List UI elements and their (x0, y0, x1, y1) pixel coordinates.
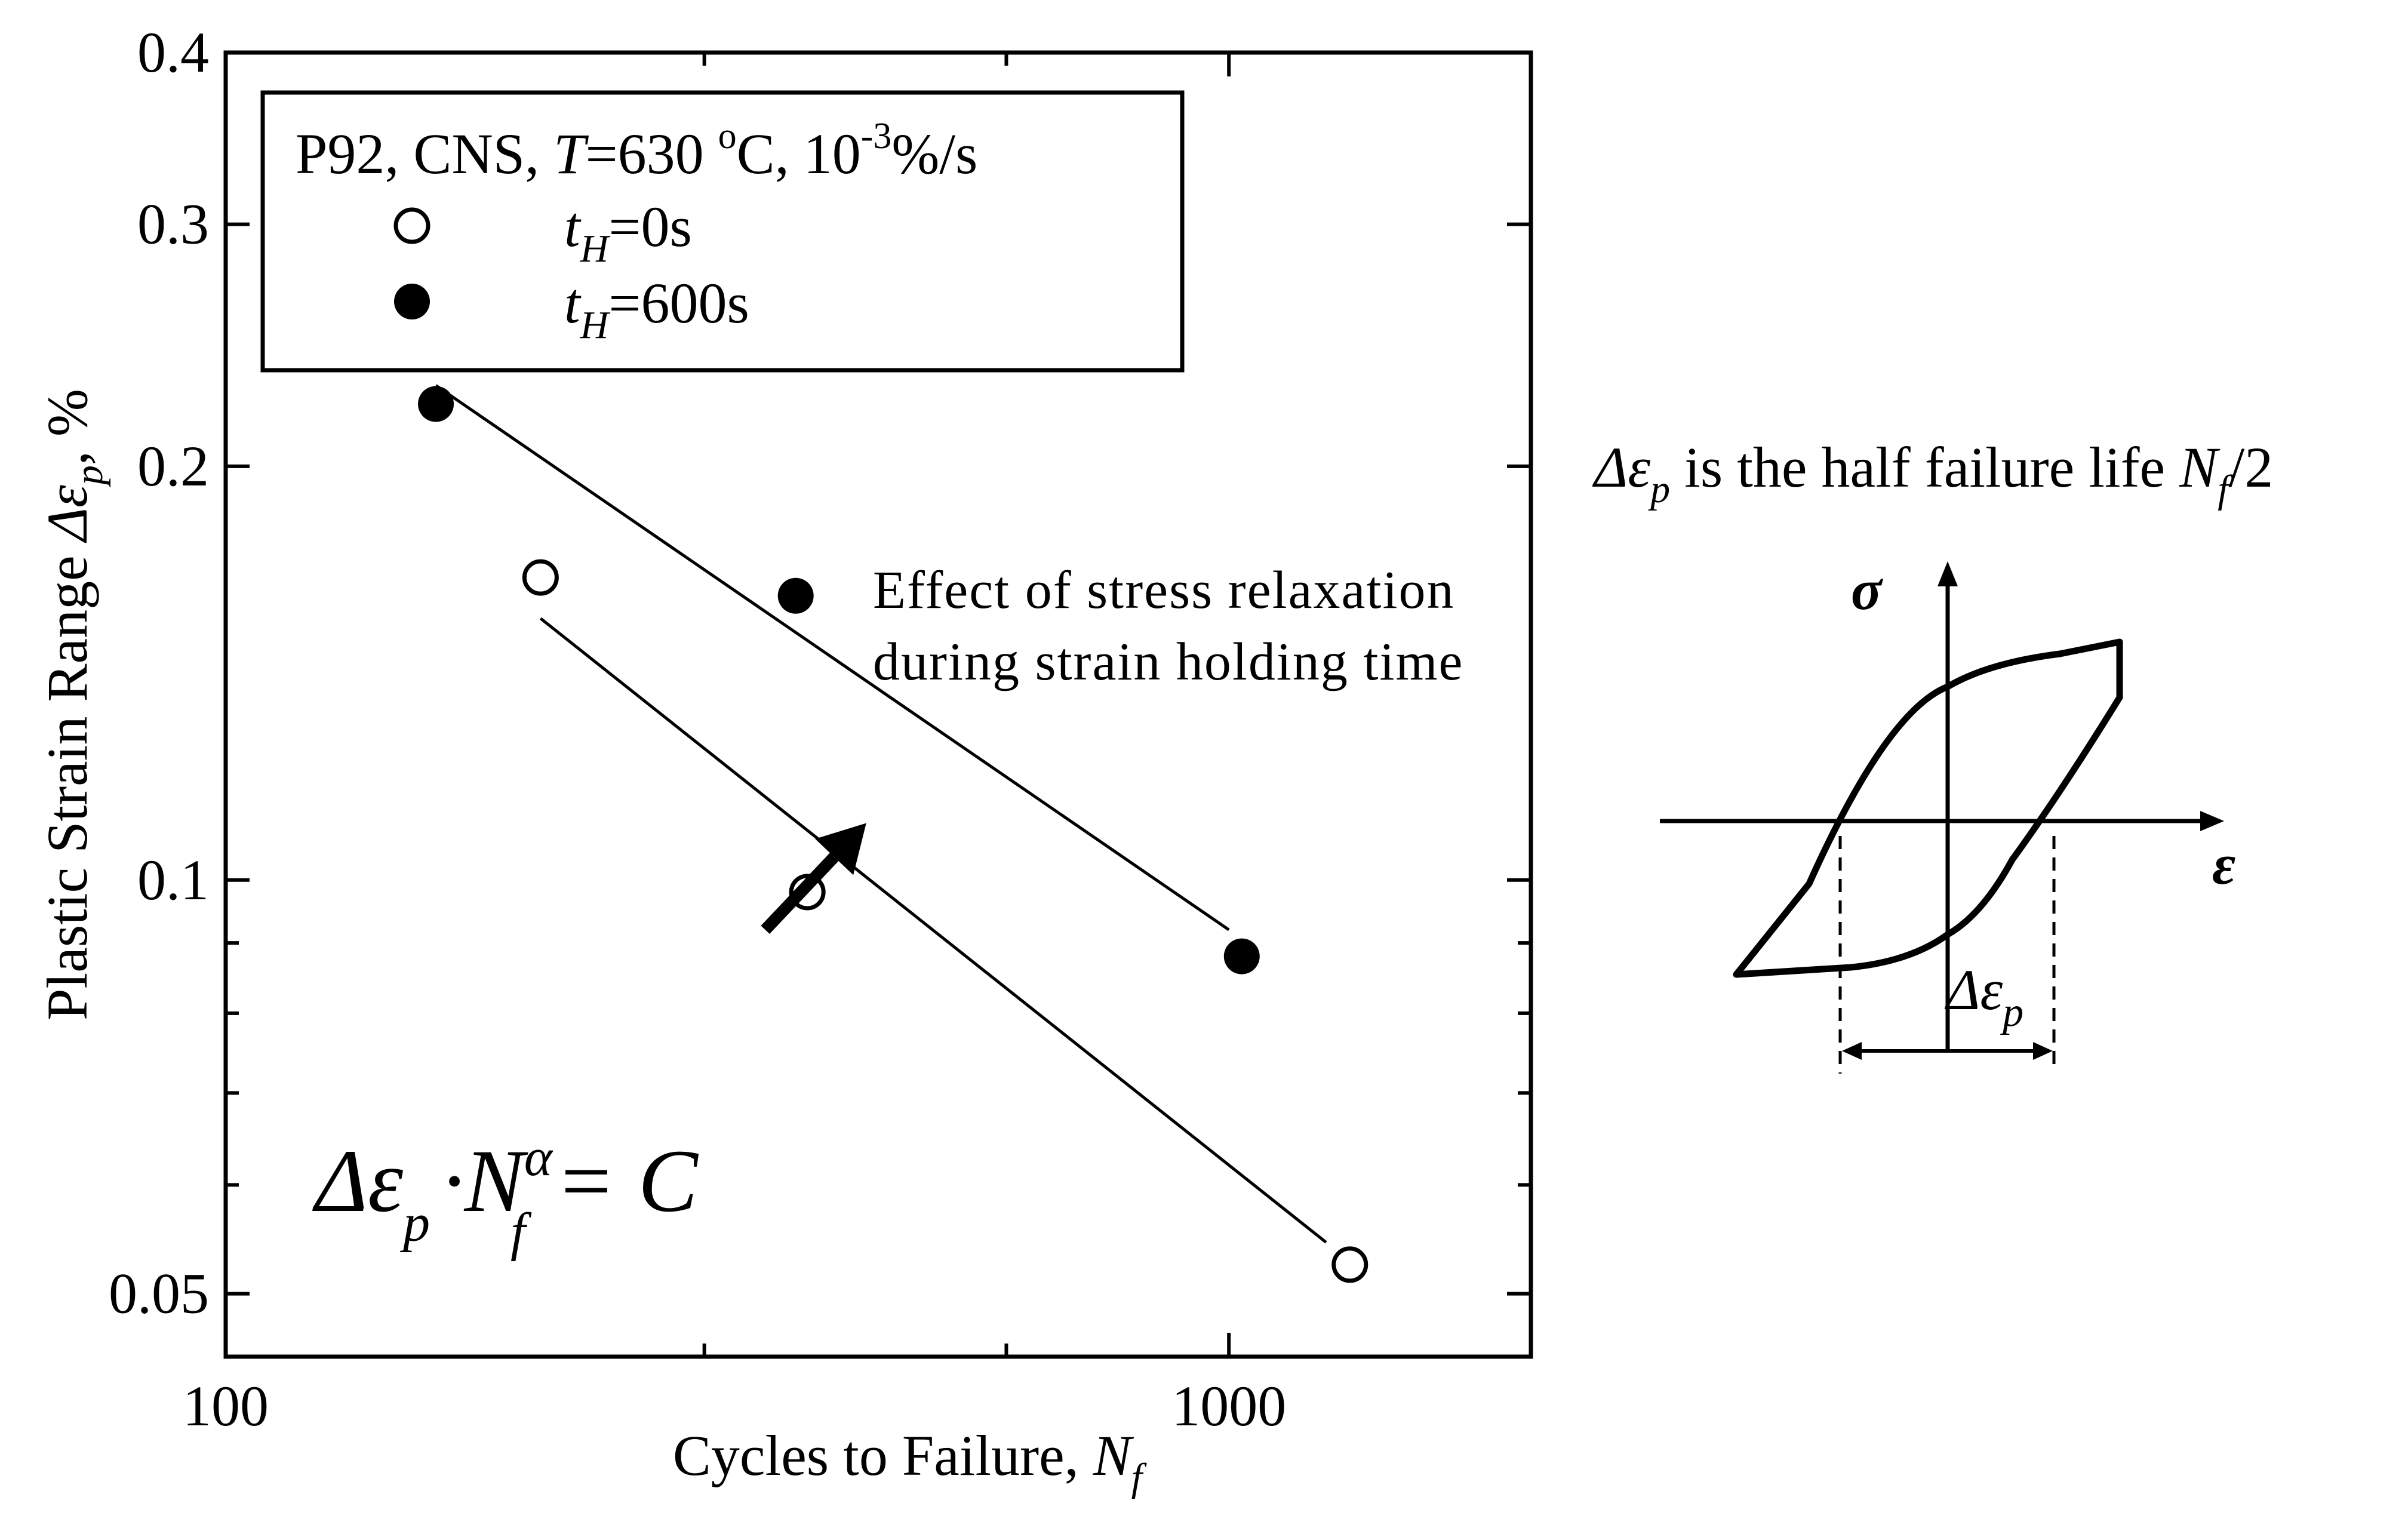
arrow-shaft (761, 853, 839, 934)
annotation-line-1: Effect of stress relaxation (873, 561, 1454, 620)
hysteresis-panel: Δεp is the half failure life Nf/2 σ ε Δε… (1592, 435, 2273, 1074)
epsilon-label: ε (2212, 832, 2235, 896)
x-tick-label-0: 100 (183, 1374, 269, 1438)
range-arrow-right-head (2033, 1042, 2053, 1060)
legend: P92, CNS, T=630 oC, 10-3%/s tH=0s tH=600… (260, 90, 1185, 373)
sigma-label: σ (1851, 558, 1883, 622)
sigma-axis-arrowhead (1938, 561, 1958, 586)
markers (418, 386, 1368, 1283)
hysteresis-loop (1733, 638, 2123, 978)
data-point-tH600-2 (1223, 938, 1260, 974)
fit-line-tH600 (435, 384, 1230, 932)
annotation-line-2: during strain holding time (873, 632, 1463, 691)
data-point-tH600-0 (418, 386, 454, 422)
legend-label-th0: tH=0s (564, 195, 692, 270)
x-tick-labels: 100 1000 (183, 1374, 1286, 1438)
y-tick-label-0: 0.05 (109, 1262, 209, 1326)
side-panel-title: Δεp is the half failure life Nf/2 (1592, 435, 2273, 511)
legend-label-th600: tH=600s (564, 271, 749, 347)
range-arrow-left-head (1842, 1042, 1862, 1060)
y-axis-title: Plastic Strain Range Δεp, % (35, 389, 111, 1020)
y-tick-label-3: 0.3 (137, 192, 209, 256)
plot-frame (223, 50, 1533, 1359)
y-tick-label-4: 0.4 (137, 20, 209, 84)
x-tick-label-1: 1000 (1171, 1374, 1286, 1438)
legend-marker-filled (394, 284, 430, 319)
annotation-arrow (761, 823, 866, 934)
chart: 0.05 0.1 0.2 0.3 0.4 100 1000 Effect of stres… (35, 20, 1533, 1499)
axis-ticks (224, 51, 1531, 1357)
data-point-tH600-1 (777, 577, 814, 614)
y-tick-label-2: 0.2 (137, 434, 209, 498)
fit-lines (435, 384, 1327, 1244)
arrow-head (815, 823, 866, 875)
data-point-tH0-2 (1331, 1246, 1368, 1283)
data-point-tH0-0 (522, 559, 559, 596)
range-label: Δεp (1944, 958, 2023, 1035)
fit-line-tH0 (539, 617, 1327, 1244)
legend-title: P92, CNS, T=630 oC, 10-3%/s (296, 116, 977, 186)
epsilon-axis-arrowhead (2200, 811, 2224, 831)
y-tick-label-1: 0.1 (137, 848, 209, 912)
x-axis-title: Cycles to Failure, Nf (673, 1424, 1147, 1499)
y-tick-labels: 0.05 0.1 0.2 0.3 0.4 (109, 20, 209, 1326)
legend-marker-open (393, 207, 430, 244)
